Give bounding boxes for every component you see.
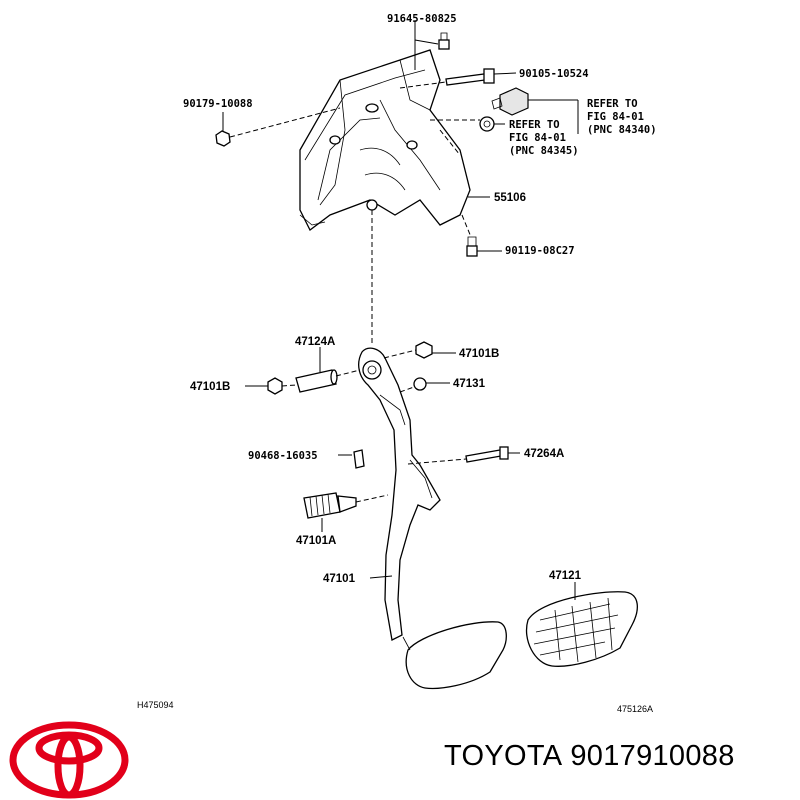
ref-1-line-2: FIG 84-01 — [587, 111, 644, 123]
nut-47101B-right — [415, 341, 433, 359]
pedal-arm-47101 — [358, 347, 441, 641]
label-47101: 47101 — [323, 573, 356, 585]
switch-clip — [479, 116, 495, 132]
toyota-logo-icon — [9, 721, 129, 799]
stop-light-switch — [491, 87, 529, 116]
bolt-90119-08C27 — [466, 236, 478, 257]
label-90468-16035: 90468-16035 — [248, 450, 318, 462]
brand-name: TOYOTA — [444, 740, 563, 772]
pin-47264A — [465, 446, 509, 463]
code-right: 475126A — [617, 704, 653, 714]
ref-2-line-3: (PNC 84345) — [509, 145, 579, 157]
pedal-pad — [402, 621, 507, 690]
nut-90179-10088 — [215, 130, 231, 147]
bolt-91645-80825 — [438, 32, 450, 50]
label-90179-10088: 90179-10088 — [183, 98, 253, 110]
ref-1-line-3: (PNC 84340) — [587, 124, 657, 136]
pedal-pad-cover-47121 — [526, 591, 638, 667]
label-47101B-right: 47101B — [459, 348, 499, 360]
ref-2-line-1: REFER TO — [509, 119, 560, 131]
label-55106: 55106 — [494, 192, 526, 204]
code-left: H475094 — [137, 700, 174, 710]
ref-1-line-1: REFER TO — [587, 98, 638, 110]
clip-90468-16035 — [353, 449, 365, 469]
label-90119-08C27: 90119-08C27 — [505, 245, 575, 257]
label-47101B-left: 47101B — [190, 381, 230, 393]
label-47131: 47131 — [453, 378, 486, 390]
pedal-bracket-55106 — [299, 49, 471, 231]
spring-47101A — [303, 492, 357, 519]
label-90105-10524: 90105-10524 — [519, 68, 589, 80]
label-47264A: 47264A — [524, 448, 564, 460]
nut-47101B-left — [267, 377, 283, 395]
ref-2-line-2: FIG 84-01 — [509, 132, 566, 144]
bolt-90105-10524 — [445, 68, 495, 86]
stopper-47131 — [413, 377, 427, 391]
label-91645-80825: 91645-80825 — [387, 13, 457, 25]
brand-part-number: 9017910088 — [570, 740, 735, 772]
label-47101A: 47101A — [296, 535, 336, 547]
label-47121: 47121 — [549, 570, 582, 582]
label-47124A: 47124A — [295, 336, 335, 348]
bushing-47124A — [295, 369, 338, 393]
